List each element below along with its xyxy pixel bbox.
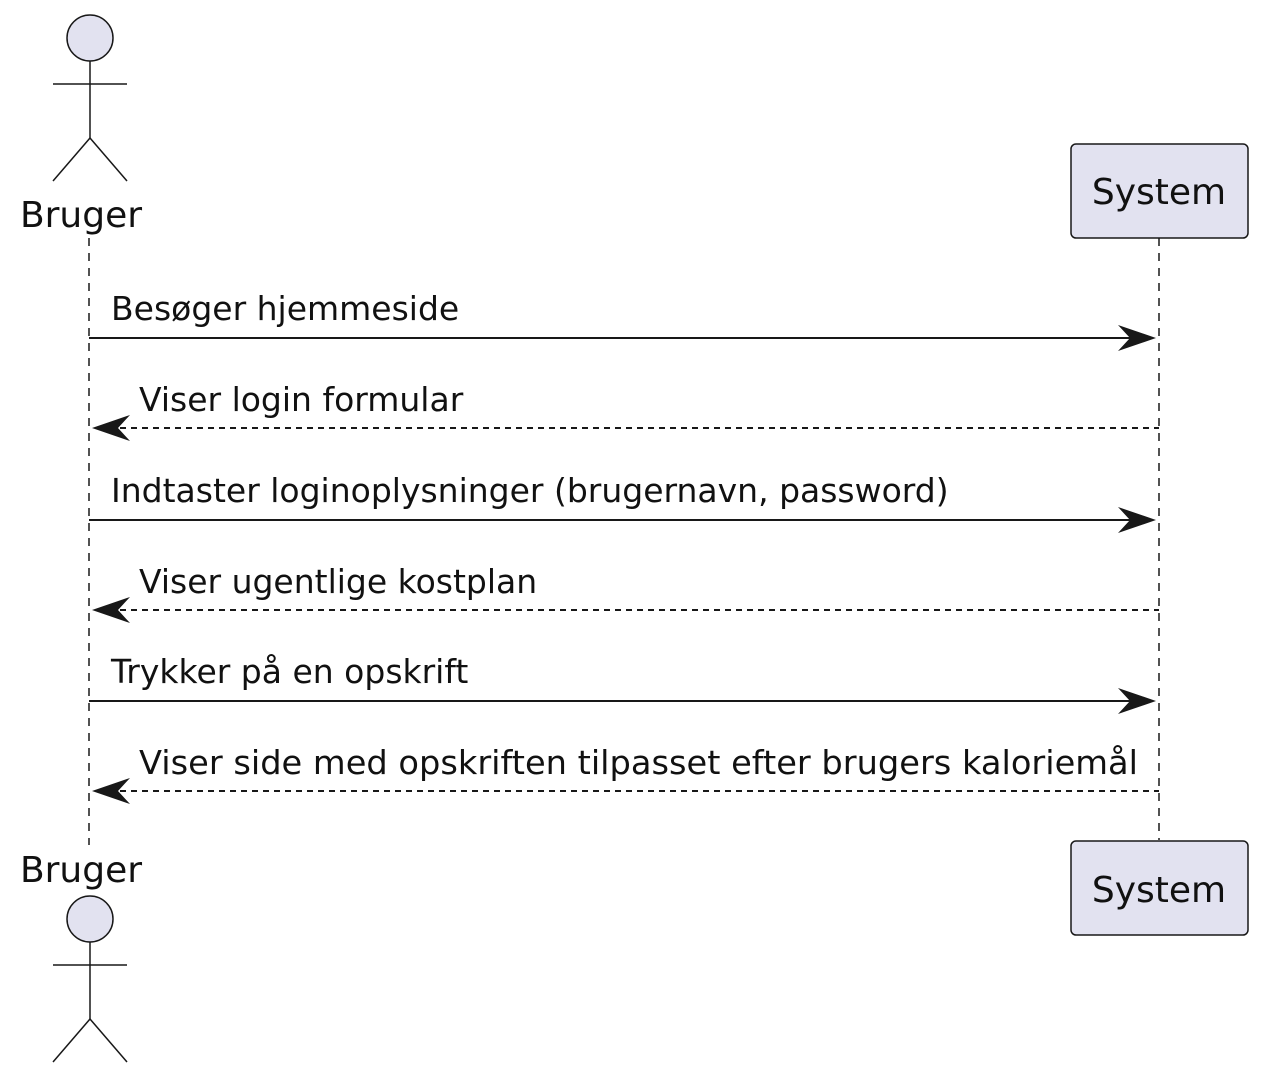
participant-box [1070, 840, 1249, 936]
message-1: Besøger hjemmeside [89, 289, 1156, 351]
arrowhead-left [92, 415, 130, 441]
participant-system-top: System [1070, 143, 1249, 239]
message-3: Indtaster loginoplysninger (brugernavn, … [89, 471, 1156, 533]
participant-system-top-label: System [1092, 172, 1226, 213]
message-6: Viser side med opskriften tilpasset efte… [92, 743, 1159, 804]
message-label: Viser login formular [139, 380, 464, 419]
actor-user-bottom-label: Bruger [20, 850, 142, 891]
participant-system-bottom: System [1070, 840, 1249, 936]
arrowhead-left [92, 778, 130, 804]
actor-left-leg [52, 137, 91, 182]
message-4: Viser ugentlige kostplan [92, 562, 1159, 623]
arrowhead-right [1118, 325, 1156, 351]
message-2: Viser login formular [92, 380, 1159, 441]
actor-user-top-label: Bruger [20, 195, 142, 236]
actor-user-bottom: Bruger [20, 850, 142, 1063]
message-label: Viser side med opskriften tilpasset efte… [139, 743, 1138, 782]
actor-right-leg [89, 137, 128, 182]
arrowhead-right [1118, 688, 1156, 714]
message-label: Trykker på en opskrift [110, 652, 468, 691]
message-label: Besøger hjemmeside [111, 289, 459, 328]
actor-left-leg [52, 1018, 91, 1063]
actor-user-top: Bruger [20, 14, 142, 236]
message-5: Trykker på en opskrift [89, 652, 1156, 714]
arrowhead-left [92, 597, 130, 623]
participant-box [1070, 143, 1249, 239]
arrowhead-right [1118, 507, 1156, 533]
participant-system-bottom-label: System [1092, 870, 1226, 911]
actor-right-leg [89, 1018, 128, 1063]
actor-head [66, 14, 114, 62]
message-label: Viser ugentlige kostplan [139, 562, 537, 601]
message-label: Indtaster loginoplysninger (brugernavn, … [111, 471, 949, 510]
actor-head [66, 895, 114, 943]
